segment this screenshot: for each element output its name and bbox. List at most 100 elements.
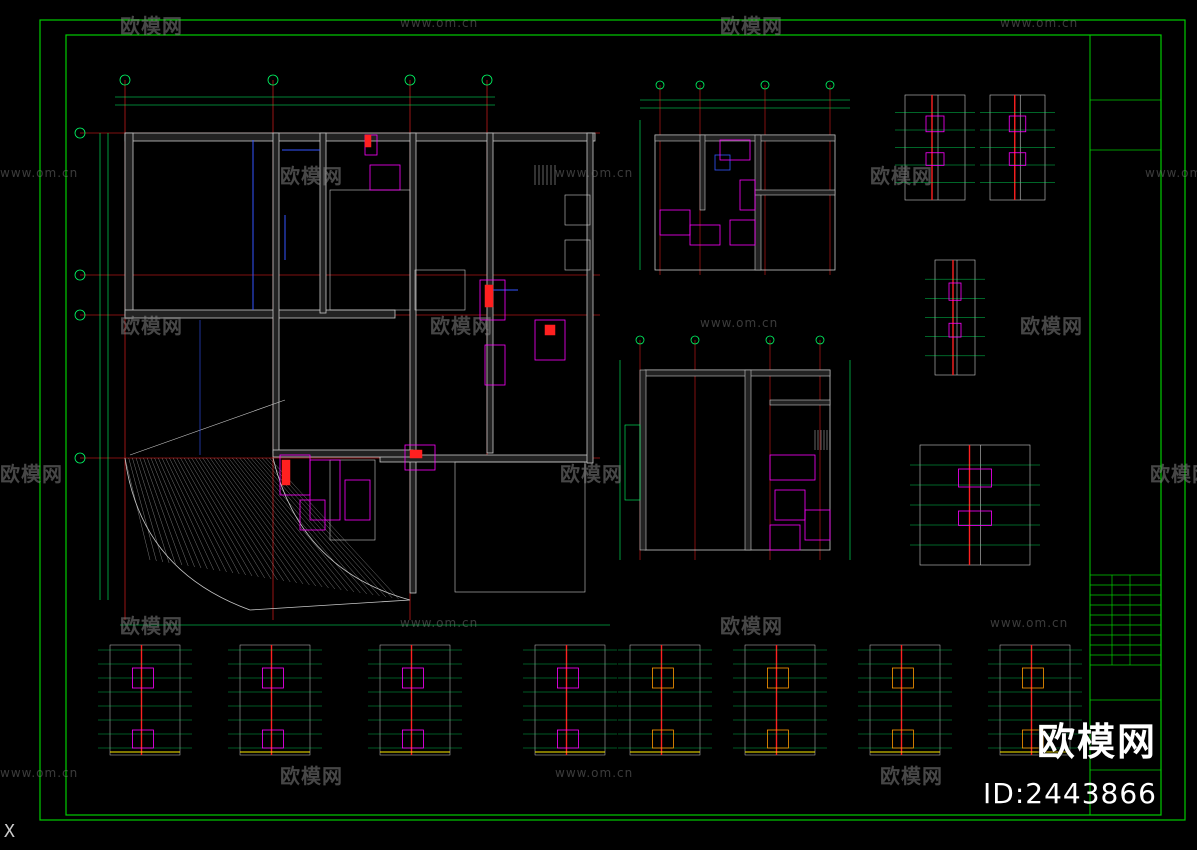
section-outline: [999, 644, 1071, 756]
axis-bubble: [690, 335, 700, 345]
brand-id-label: ID:2443866: [983, 777, 1157, 810]
room: [454, 461, 586, 593]
wall: [272, 449, 414, 458]
ramp-hatch: [243, 457, 355, 593]
highlight-callout: [948, 322, 962, 338]
axis-bubble: [815, 335, 825, 345]
axis-bubble: [695, 80, 705, 90]
highlight-callout: [404, 444, 436, 471]
wall: [319, 132, 327, 314]
watermark-brand: 欧模网: [0, 462, 63, 486]
watermark-url: www.om.cn: [0, 166, 79, 180]
drawing-layer: [74, 74, 1082, 756]
ramp-hatch: [191, 457, 265, 579]
ramp-hatch: [206, 457, 291, 583]
section-callout: [1022, 667, 1044, 689]
red-marker: [281, 459, 291, 486]
ramp-hatch: [235, 457, 342, 591]
wall: [744, 369, 752, 551]
shaft: [624, 424, 641, 501]
curved-wall: [124, 457, 411, 611]
wall: [409, 132, 417, 594]
wall: [654, 134, 836, 142]
room-outline: [654, 134, 836, 271]
watermark-brand: 欧模网: [280, 164, 343, 188]
section-callout: [652, 729, 674, 749]
highlight-callout: [534, 319, 566, 361]
red-marker: [409, 449, 423, 459]
watermark-brand: 欧模网: [1020, 314, 1083, 338]
ramp-hatch: [176, 457, 240, 575]
ramp-hatch: [232, 457, 335, 590]
ramp-line: [129, 399, 286, 456]
highlight-callout: [689, 224, 721, 246]
watermark-url: www.om.cn: [1145, 166, 1197, 180]
highlight-callout: [344, 479, 371, 521]
ramp-hatch: [135, 457, 170, 564]
ramp-hatch: [124, 457, 151, 561]
highlight-callout: [769, 524, 801, 551]
axis-bubble: [267, 74, 279, 86]
highlight-callout: [925, 152, 945, 166]
shaft: [564, 194, 591, 226]
room-outline: [644, 369, 831, 551]
ramp-hatch: [217, 457, 310, 586]
title-block: [1090, 99, 1161, 771]
watermark-brand: 欧模网: [280, 764, 343, 788]
room: [329, 189, 411, 311]
section-callout: [652, 667, 674, 689]
ramp-hatch: [250, 457, 367, 595]
ramp-hatch: [150, 457, 195, 568]
ramp-hatch: [224, 457, 323, 588]
section-callout: [401, 667, 424, 689]
ramp-hatch: [209, 457, 297, 584]
axis-bubble: [655, 80, 665, 90]
section-outline: [379, 644, 451, 756]
axis-bubble: [481, 74, 493, 86]
wall: [124, 132, 596, 142]
highlight-callout: [299, 499, 326, 531]
blue-box: [714, 154, 731, 171]
highlight-callout: [484, 344, 506, 386]
wall: [644, 369, 831, 377]
ramp-hatch: [246, 457, 361, 594]
highlight-callout: [719, 139, 751, 161]
highlight-callout: [958, 510, 992, 526]
ramp-hatch: [184, 457, 253, 577]
wall: [124, 132, 134, 319]
ramp-hatch: [228, 457, 329, 589]
wall: [124, 309, 396, 319]
watermark-url: www.om.cn: [400, 16, 479, 30]
highlight-callout: [729, 219, 756, 246]
highlight-callout: [948, 282, 962, 301]
highlight-callout: [739, 179, 756, 211]
watermark-brand: 欧模网: [120, 314, 183, 338]
watermark-url: www.om.cn: [0, 766, 79, 780]
ramp-hatch: [132, 457, 163, 563]
axis-bubble: [74, 127, 86, 139]
wall: [754, 189, 836, 196]
watermark-brand: 欧模网: [720, 14, 783, 38]
room: [414, 269, 466, 311]
highlight-callout: [1008, 152, 1027, 166]
section-callout: [892, 729, 914, 749]
watermark-brand: 欧模网: [430, 314, 493, 338]
highlight-callout: [958, 468, 992, 488]
ramp-hatch: [202, 457, 285, 582]
ramp-hatch: [221, 457, 316, 587]
red-marker: [544, 324, 556, 336]
watermark-url: www.om.cn: [990, 616, 1069, 630]
section-outline: [534, 644, 606, 756]
ramp-hatch: [239, 457, 348, 592]
ramp-hatch: [158, 457, 208, 570]
ramp-hatch: [169, 457, 227, 573]
highlight-callout: [774, 489, 806, 521]
wall: [586, 132, 594, 464]
section-callout: [131, 729, 154, 749]
watermark-url: www.om.cn: [1000, 16, 1079, 30]
ucs-axis-marker: X: [4, 821, 15, 842]
shaft: [564, 239, 591, 271]
axis-bubble: [635, 335, 645, 345]
highlight-callout: [1008, 115, 1027, 133]
